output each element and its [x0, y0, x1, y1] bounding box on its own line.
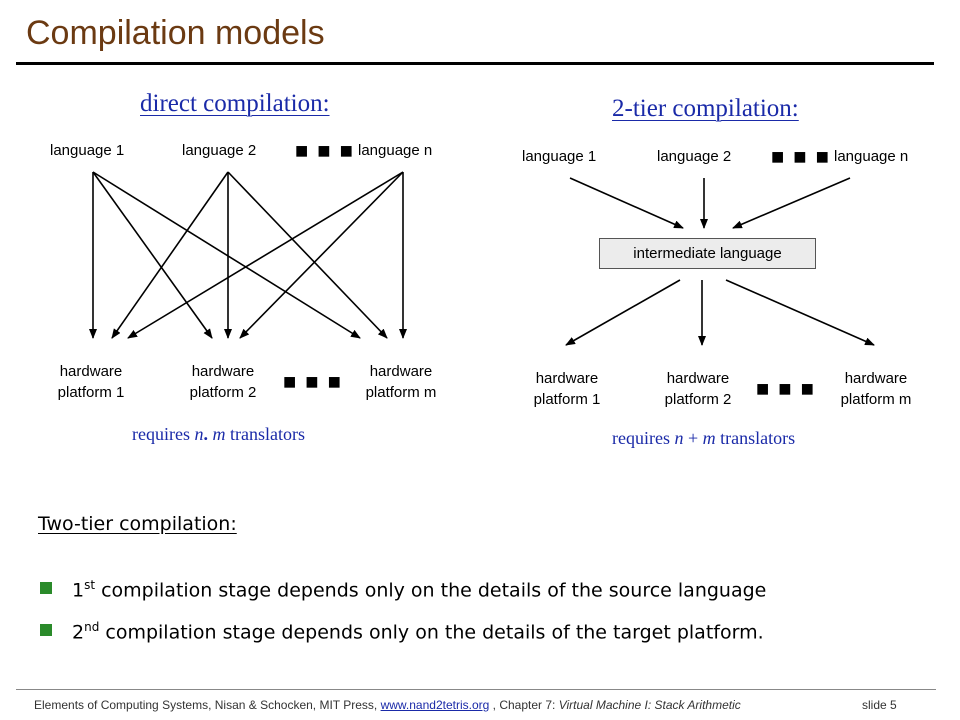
footer-chapter-title: Virtual Machine I: Stack Arithmetic	[558, 698, 741, 712]
direct-requires-op: .	[203, 424, 208, 444]
direct-platform-2-line2: platform 2	[189, 384, 257, 401]
arrow-ln-p2	[239, 171, 404, 339]
bullet-1-sup: st	[84, 578, 96, 592]
bullet-2-sup: nd	[84, 620, 100, 634]
bullet-1: 1st compilation stage depends only on th…	[40, 578, 766, 601]
direct-arrows	[89, 171, 407, 339]
footer-divider	[16, 689, 936, 690]
bullet-2-text: compilation stage depends only on the de…	[99, 621, 764, 644]
bullet-1-text: compilation stage depends only on the de…	[95, 579, 767, 602]
tier-language-1: language 1	[522, 148, 597, 165]
direct-platform-m-line2: platform m	[365, 384, 437, 401]
tier-platform-1-line2: platform 1	[533, 391, 601, 408]
direct-platform-2-line1: hardware	[191, 363, 255, 380]
tier-requires-text: requires n + m translators	[612, 428, 795, 449]
tier-requires-prefix: requires	[612, 428, 670, 448]
tier-platform-m-line2: platform m	[840, 391, 912, 408]
bullet-1-marker	[40, 582, 52, 595]
two-tier-explanation-heading: Two-tier compilation:	[38, 513, 237, 535]
tier-platform-m: hardware platform m	[821, 368, 931, 410]
bullet-2-num: 2	[72, 621, 85, 644]
arrow-l2-pm	[227, 171, 388, 339]
direct-compilation-heading: direct compilation:	[140, 90, 330, 117]
intermediate-language-box: intermediate language	[599, 238, 816, 269]
direct-platform-2: hardware platform 2	[168, 361, 278, 403]
arrow-ln-p1	[127, 171, 404, 339]
arrow-tier-pm	[725, 279, 875, 346]
two-tier-arrows	[565, 177, 875, 346]
footer-chapter-label: , Chapter 7:	[489, 698, 559, 712]
bullet-2: 2nd compilation stage depends only on th…	[40, 620, 764, 643]
tier-language-n: language n	[834, 148, 909, 165]
arrow-l1-p2	[92, 171, 213, 339]
tier-platform-m-line1: hardware	[844, 370, 908, 387]
direct-requires-text: requires n. m translators	[132, 424, 305, 445]
bullet-1-num: 1	[72, 579, 85, 602]
direct-requires-suffix: translators	[229, 424, 305, 444]
tier-requires-m: m	[702, 428, 716, 448]
direct-requires-n: n	[194, 424, 204, 444]
arrow-tier-ln	[732, 177, 851, 229]
direct-language-2: language 2	[182, 142, 257, 159]
direct-requires-m: m	[212, 424, 226, 444]
two-tier-heading: 2-tier compilation:	[612, 95, 799, 122]
direct-platform-1-line2: platform 1	[57, 384, 125, 401]
page-title: Compilation models	[26, 14, 325, 52]
direct-platform-1-line1: hardware	[59, 363, 123, 380]
footer-citation: Elements of Computing Systems, Nisan & S…	[34, 698, 381, 712]
title-divider	[16, 62, 934, 65]
tier-language-2: language 2	[657, 148, 732, 165]
footer: Elements of Computing Systems, Nisan & S…	[34, 698, 897, 712]
tier-requires-n: n	[674, 428, 684, 448]
arrow-l1-pm	[92, 171, 361, 339]
tier-platform-1: hardware platform 1	[512, 368, 622, 410]
direct-language-1: language 1	[50, 142, 125, 159]
tier-platform-1-line1: hardware	[535, 370, 599, 387]
direct-platform-m-line1: hardware	[369, 363, 433, 380]
direct-language-n: language n	[358, 142, 433, 159]
tier-platform-2: hardware platform 2	[643, 368, 753, 410]
bullet-2-marker	[40, 624, 52, 637]
arrow-l2-p1	[111, 171, 229, 339]
slide-number: slide 5	[862, 698, 897, 712]
direct-requires-prefix: requires	[132, 424, 190, 444]
tier-requires-suffix: translators	[720, 428, 796, 448]
direct-platform-m: hardware platform m	[346, 361, 456, 403]
direct-platform-1: hardware platform 1	[36, 361, 146, 403]
footer-link[interactable]: www.nand2tetris.org	[380, 698, 490, 712]
arrow-tier-l1	[569, 177, 684, 229]
arrow-tier-p1	[565, 279, 681, 346]
tier-platform-2-line2: platform 2	[664, 391, 732, 408]
tier-platform-2-line1: hardware	[666, 370, 730, 387]
tier-requires-op: +	[687, 428, 699, 448]
